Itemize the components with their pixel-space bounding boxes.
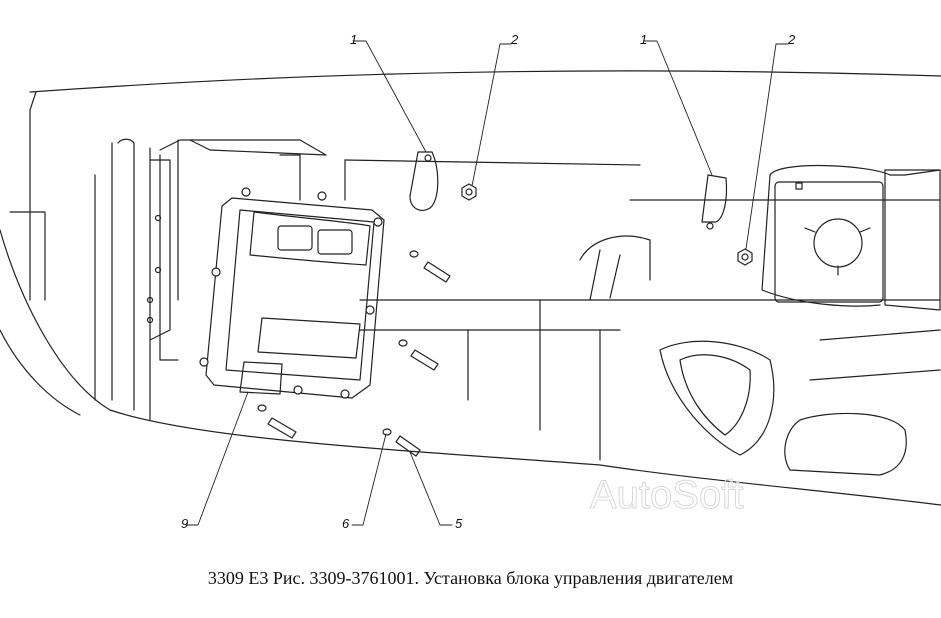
callout-2-right: 2 bbox=[787, 32, 796, 47]
leader-lines bbox=[185, 40, 789, 526]
clamp-left bbox=[409, 151, 439, 211]
callout-2-left: 2 bbox=[510, 32, 519, 47]
panel-outline bbox=[0, 70, 941, 506]
right-panel-recess bbox=[761, 164, 941, 311]
figure-caption: 3309 Е3 Рис. 3309-3761001. Установка бло… bbox=[207, 568, 734, 588]
callout-6: 6 bbox=[342, 516, 350, 531]
callout-1-left: 1 bbox=[350, 32, 357, 47]
autosoft-watermark: AutoSoft bbox=[590, 473, 743, 517]
callout-9: 9 bbox=[181, 516, 188, 531]
mounting-bracket bbox=[146, 154, 301, 341]
callout-1-right: 1 bbox=[640, 32, 647, 47]
fasteners bbox=[257, 250, 451, 457]
callout-5: 5 bbox=[455, 516, 463, 531]
lower-right-vents bbox=[659, 329, 941, 476]
nut-left bbox=[461, 183, 477, 201]
clamp-right bbox=[701, 174, 728, 230]
engine-control-unit bbox=[199, 187, 385, 399]
nut-right bbox=[737, 248, 753, 266]
